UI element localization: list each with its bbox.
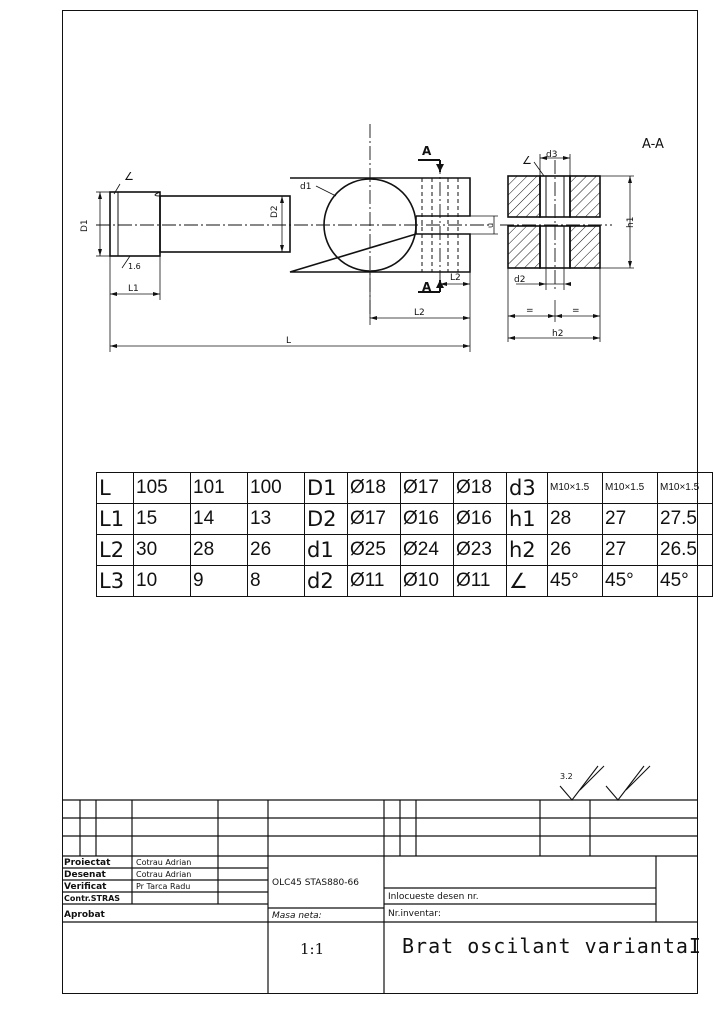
dim-eq-left: = — [526, 306, 534, 316]
table-cell: 13 — [247, 503, 305, 535]
table-cell: 8 — [247, 565, 305, 597]
table-cell: Ø24 — [400, 534, 454, 566]
dim-eq-right: = — [572, 306, 580, 316]
dim-d3: d3 — [546, 150, 558, 160]
table-cell: Ø17 — [400, 472, 454, 504]
table-cell: Ø18 — [347, 472, 401, 504]
table-cell: 100 — [247, 472, 305, 504]
dim-d2: D2 — [270, 205, 280, 218]
cut-marker-top: A — [422, 144, 432, 158]
table-cell: 45° — [547, 565, 603, 597]
name-desenat: Cotrau Adrian — [136, 870, 192, 879]
table-cell: L3 — [96, 565, 134, 597]
table-cell: Ø11 — [453, 565, 507, 597]
table-cell: L — [96, 472, 134, 504]
dim-l2: L2 — [414, 308, 425, 318]
name-proiectat: Cotrau Adrian — [136, 858, 192, 867]
dim-d1-hole: d1 — [300, 182, 312, 192]
table-cell: 28 — [547, 503, 603, 535]
title-block-grid — [62, 799, 698, 994]
table-cell: 30 — [133, 534, 191, 566]
table-cell: h2 — [506, 534, 548, 566]
scale: 1:1 — [300, 940, 325, 958]
angle-label-shaft: ∠ — [124, 170, 134, 183]
dim-l: L — [286, 336, 292, 346]
table-cell: 45° — [657, 565, 713, 597]
masa-neta: Masa neta: — [272, 911, 322, 921]
table-cell: Ø23 — [453, 534, 507, 566]
role-desenat: Desenat — [64, 870, 106, 880]
table-cell: Ø11 — [347, 565, 401, 597]
roughness-value: 3.2 — [560, 772, 573, 781]
dimension-lines — [96, 154, 634, 352]
table-cell: h1 — [506, 503, 548, 535]
drawing-title: Brat oscilant variantaI — [402, 934, 702, 958]
table-cell: Ø25 — [347, 534, 401, 566]
table-cell: 15 — [133, 503, 191, 535]
section-label: A-A — [642, 137, 664, 152]
table-cell: d3 — [506, 472, 548, 504]
role-proiectat: Proiectat — [64, 858, 111, 868]
table-cell: 27 — [602, 534, 658, 566]
roughness-label: 1.6 — [128, 262, 141, 271]
inlocuieste: Inlocueste desen nr. — [388, 892, 479, 902]
table-cell: d2 — [304, 565, 348, 597]
role-aprobat: Aprobat — [64, 910, 105, 920]
name-verificat: Pr Tarca Radu — [136, 882, 191, 891]
table-cell: 27.5 — [657, 503, 713, 535]
table-cell: ∠ — [506, 565, 548, 597]
table-cell: 26 — [247, 534, 305, 566]
table-cell: L1 — [96, 503, 134, 535]
table-cell: 101 — [190, 472, 248, 504]
table-cell: d1 — [304, 534, 348, 566]
role-verificat: Verificat — [64, 882, 107, 892]
role-contr: Contr.STRAS — [64, 894, 121, 903]
table-cell: D1 — [304, 472, 348, 504]
table-cell: 9 — [190, 565, 248, 597]
table-cell: 105 — [133, 472, 191, 504]
nr-inventar: Nr.inventar: — [388, 909, 441, 919]
table-cell: D2 — [304, 503, 348, 535]
table-cell: 14 — [190, 503, 248, 535]
dim-u: u — [486, 222, 495, 228]
cut-marker-bottom: A — [422, 280, 432, 294]
table-cell: 28 — [190, 534, 248, 566]
dim-d1-shaft: D1 — [80, 219, 90, 232]
angle-label-section: ∠ — [522, 154, 532, 167]
table-cell: 26 — [547, 534, 603, 566]
table-cell: Ø17 — [347, 503, 401, 535]
section-a-a — [507, 175, 601, 269]
table-cell: M10×1.5 — [602, 472, 658, 504]
table-cell: 10 — [133, 565, 191, 597]
dim-l3: L2 — [450, 273, 461, 283]
dim-d2-section: d2 — [514, 275, 526, 285]
dim-l1: L1 — [128, 284, 139, 294]
table-cell: 45° — [602, 565, 658, 597]
table-cell: M10×1.5 — [547, 472, 603, 504]
table-cell: Ø16 — [453, 503, 507, 535]
table-cell: 27 — [602, 503, 658, 535]
table-cell: Ø16 — [400, 503, 454, 535]
dim-h2: h2 — [552, 329, 564, 339]
roughness-symbols — [559, 765, 651, 801]
table-cell: L2 — [96, 534, 134, 566]
dim-h1: h1 — [626, 216, 636, 228]
shaft-body — [159, 195, 291, 253]
table-cell: Ø18 — [453, 472, 507, 504]
table-cell: Ø10 — [400, 565, 454, 597]
material: OLC45 STAS880-66 — [272, 878, 359, 888]
table-cell: 26.5 — [657, 534, 713, 566]
table-cell: M10×1.5 — [657, 472, 713, 504]
